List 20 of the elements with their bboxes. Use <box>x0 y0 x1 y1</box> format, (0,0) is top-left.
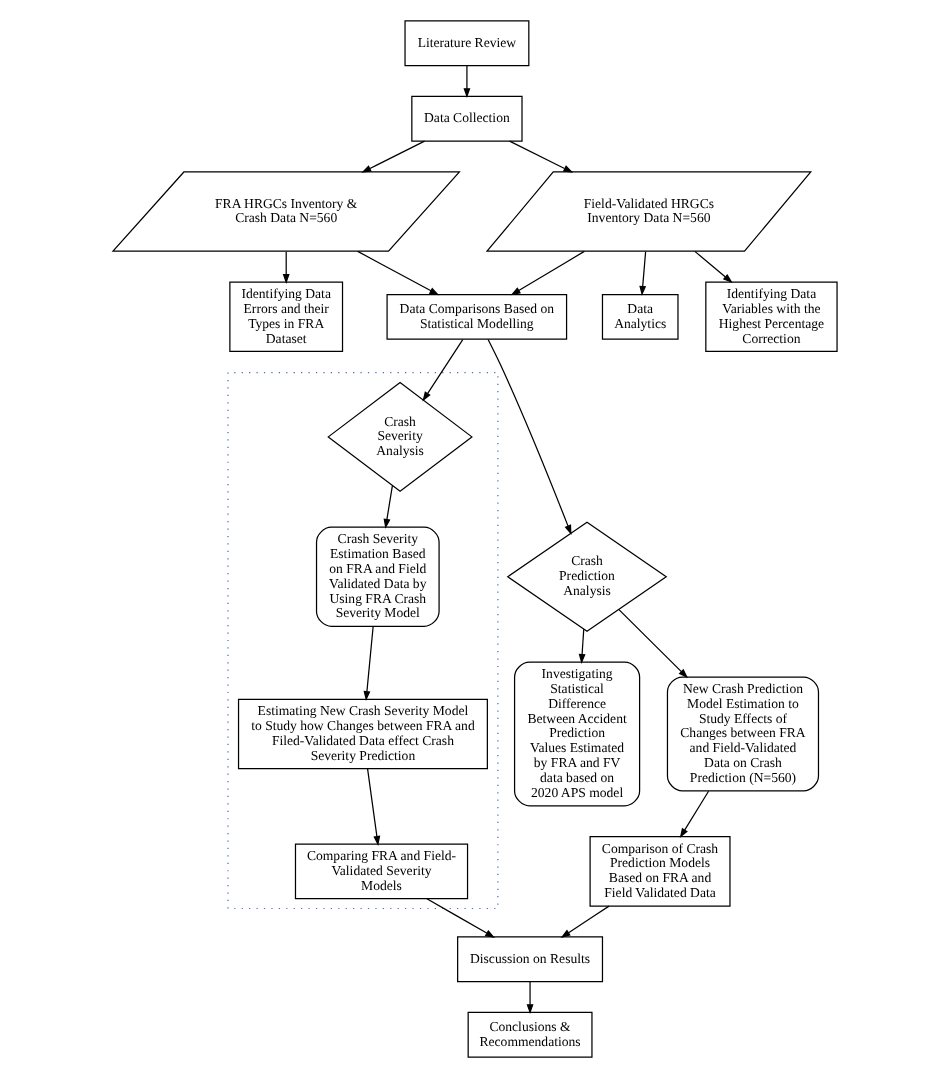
arrow <box>509 250 584 296</box>
arrow <box>362 625 373 701</box>
arrow <box>486 338 571 535</box>
cluster <box>226 371 498 910</box>
arrow <box>356 250 439 296</box>
arrow <box>577 628 585 664</box>
arrow <box>425 898 495 938</box>
arrow <box>508 140 573 173</box>
arrow <box>559 905 609 938</box>
arrow <box>617 609 688 679</box>
arrow <box>638 251 646 296</box>
arrow <box>382 485 392 529</box>
arrow <box>365 768 380 846</box>
arrow <box>281 251 289 284</box>
arrow <box>693 250 732 284</box>
arrow <box>462 65 470 99</box>
arrow <box>360 140 425 173</box>
arrow <box>525 981 533 1015</box>
arrow <box>421 339 463 402</box>
arrow <box>678 790 709 839</box>
